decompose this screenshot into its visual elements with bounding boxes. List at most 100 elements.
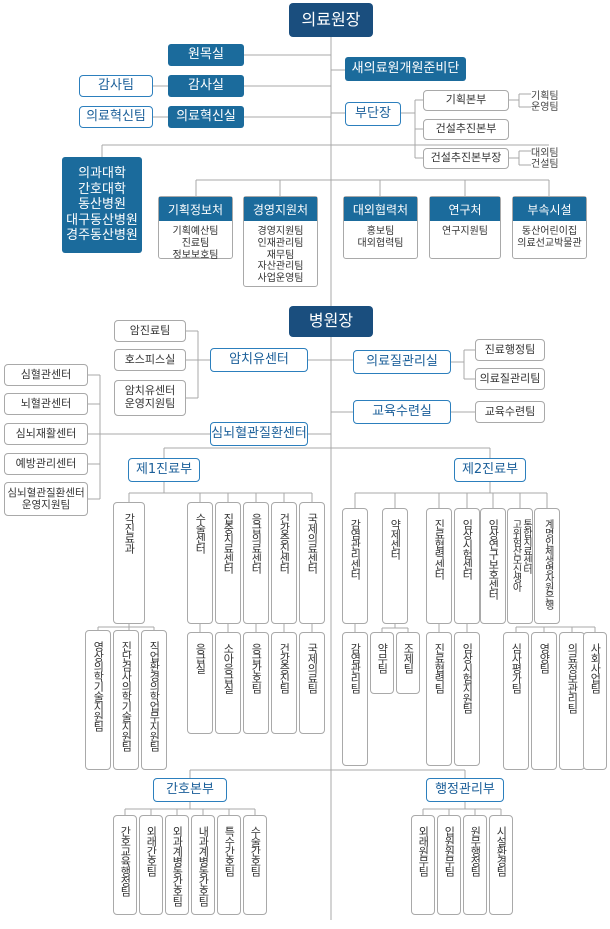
clinic2-center-team-4: 진료협력팀 bbox=[426, 632, 452, 766]
clinic2-extra-team-1: 심사평가팀 bbox=[503, 632, 529, 770]
vt-label: 진료협력팀 bbox=[432, 643, 446, 693]
vt-label: 영양팀 bbox=[537, 643, 551, 673]
quality-team-2: 의료질관리팀 bbox=[475, 368, 545, 390]
dept-title: 경영지원처 bbox=[244, 197, 317, 221]
clinic1-center-team-4: 건강증진팀 bbox=[271, 632, 297, 734]
admin-team-4: 시설환경팀 bbox=[489, 815, 513, 915]
clinic1-center-1: 수술센터 bbox=[187, 502, 213, 624]
admin-box: 행정관리부 bbox=[426, 778, 504, 802]
cardio-team-5: 심뇌혈관질환센터 운영지원팀 bbox=[4, 482, 88, 516]
vt-label: 국제의료센터 bbox=[305, 513, 319, 573]
clinic2-center-7: 계명인체생명자원은행 bbox=[534, 508, 560, 624]
vt-label: 각진료과 bbox=[122, 513, 136, 553]
clinic2-center-5: 임상연구보호센터 bbox=[480, 508, 506, 624]
vt-label: 임상시험센터 bbox=[460, 519, 474, 579]
clinic1-all-depts: 각진료과 bbox=[113, 502, 145, 624]
vt-label: 집중치료센터 bbox=[221, 513, 235, 573]
nursing-team-4: 내과계병동간호팀 bbox=[191, 815, 215, 915]
dept-title: 기획정보처 bbox=[159, 197, 232, 221]
ceo-box: 의료원장 bbox=[289, 3, 373, 37]
dept-teams: 홍보팀 대외협력팀 bbox=[357, 226, 404, 249]
innovation-team-box: 의료혁신팀 bbox=[79, 106, 153, 128]
cardio-team-2: 뇌혈관센터 bbox=[4, 393, 88, 415]
dept-title: 연구처 bbox=[430, 197, 500, 221]
planning-hq-box: 기획본부 bbox=[423, 90, 509, 111]
vice-director-box: 부단장 bbox=[345, 102, 401, 126]
vt-label: 수술센터 bbox=[193, 513, 207, 553]
cardio-center-box: 심뇌혈관질환센터 bbox=[210, 422, 308, 446]
vt-label: 외래간호팀 bbox=[144, 826, 158, 876]
clinic2-center-team-2: 약무팀 bbox=[370, 632, 394, 694]
clinic2-center-team-1: 감염관리팀 bbox=[342, 632, 368, 766]
vt-label: 의료정보관리팀 bbox=[565, 643, 579, 713]
audit-team-box: 감사팀 bbox=[79, 75, 153, 97]
clinic2-center-team-3: 조제팀 bbox=[396, 632, 420, 694]
hospital-head-box: 병원장 bbox=[289, 306, 373, 337]
dept-teams: 동산어린이집 의료선교박물관 bbox=[517, 226, 582, 249]
vt-label: 외래원무팀 bbox=[416, 826, 430, 876]
cancer-team-1: 암진료팀 bbox=[114, 320, 186, 342]
clinic1-team-occupational: 직업환경의학업무지원팀 bbox=[141, 630, 167, 770]
cardio-team-1: 심혈관센터 bbox=[4, 364, 88, 386]
dept-research: 연구처 연구지원팀 bbox=[429, 196, 501, 259]
clinic2-extra-team-2: 영양팀 bbox=[531, 632, 557, 770]
dept-teams: 기획예산팀 진료팀 정보보호팀 bbox=[172, 226, 219, 261]
dept-affiliated: 부속시설 동산어린이집 의료선교박물관 bbox=[512, 196, 587, 259]
vt-label: 입원원무팀 bbox=[442, 826, 456, 876]
construction-deputy-box: 건설추진본부장 bbox=[423, 148, 509, 169]
vt-label: 소아응급실 bbox=[221, 643, 235, 693]
clinic2-center-6: 통합치료센터 고위험산모신생아 bbox=[507, 508, 533, 624]
cancer-team-3: 암치유센터 운영지원팀 bbox=[114, 380, 186, 416]
education-box: 교육수련실 bbox=[353, 400, 451, 424]
admin-team-1: 외래원무팀 bbox=[411, 815, 435, 915]
vt-label: 내과계병동간호팀 bbox=[196, 826, 210, 906]
dept-title: 부속시설 bbox=[513, 197, 586, 221]
clinic2-box: 제2진료부 bbox=[454, 458, 526, 482]
clinic1-center-2: 집중치료센터 bbox=[215, 502, 241, 624]
education-team: 교육수련팀 bbox=[475, 401, 545, 423]
vt-label: 응급의료센터 bbox=[249, 513, 263, 573]
quality-team-1: 진료행정팀 bbox=[475, 339, 545, 361]
dept-management: 경영지원처 경영지원팀 인재관리팀 재무팀 자산관리팀 사업운영팀 bbox=[243, 196, 318, 287]
clinic2-extra-team-3: 의료정보관리팀 bbox=[559, 632, 585, 770]
construction-deputy-teams: 대외팀 건설팀 bbox=[531, 147, 559, 171]
vt-label: 임상시험지원팀 bbox=[460, 643, 474, 713]
cancer-team-2: 호스피스실 bbox=[114, 349, 186, 371]
vt-label: 약제센터 bbox=[388, 519, 402, 559]
audit-box: 감사실 bbox=[168, 75, 244, 97]
admin-team-2: 입원원무팀 bbox=[437, 815, 461, 915]
clinic1-center-3: 응급의료센터 bbox=[243, 502, 269, 624]
vt-label: 건강증진팀 bbox=[277, 643, 291, 693]
clinic2-center-3: 진료협력센터 bbox=[426, 508, 452, 624]
construction-hq-box: 건설추진본부 bbox=[423, 119, 509, 140]
nursing-team-1: 간호교육행정팀 bbox=[113, 815, 137, 915]
clinic2-center-team-5: 임상시험지원팀 bbox=[454, 632, 480, 766]
clinic1-box: 제1진료부 bbox=[128, 458, 200, 482]
cancer-center-box: 암치유센터 bbox=[210, 348, 308, 372]
vt-label: 간호교육행정팀 bbox=[118, 826, 132, 896]
vt-label: 진료협력센터 bbox=[432, 519, 446, 579]
vt-label: 사회사업팀 bbox=[588, 643, 602, 693]
affiliates-box: 의과대학 간호대학 동산병원 대구동산병원 경주동산병원 bbox=[62, 157, 142, 253]
innovation-box: 의료혁신실 bbox=[168, 106, 244, 128]
vt-label: 건강증진센터 bbox=[277, 513, 291, 573]
nursing-box: 간호본부 bbox=[153, 778, 227, 802]
vt-label: 수술간호팀 bbox=[248, 826, 262, 876]
vt-label: 원무행정팀 bbox=[468, 826, 482, 876]
vt-label: 국제의료팀 bbox=[305, 643, 319, 693]
clinic1-center-4: 건강증진센터 bbox=[271, 502, 297, 624]
vt-label: 임상연구보호센터 bbox=[486, 519, 500, 599]
nursing-team-3: 외과계병동간호팀 bbox=[165, 815, 189, 915]
vt-label: 감염관리센터 bbox=[348, 519, 362, 579]
vt-label: 외과계병동간호팀 bbox=[170, 826, 184, 906]
nursing-team-5: 특수간호팀 bbox=[217, 815, 241, 915]
clinic1-team-radiology: 영상의학기술지원팀 bbox=[85, 630, 111, 770]
vt-label: 약무팀 bbox=[375, 643, 389, 673]
vt-label: 직업환경의학업무지원팀 bbox=[147, 641, 161, 751]
planning-hq-teams: 기획팀 운영팀 bbox=[531, 90, 559, 114]
secretary-box: 원목실 bbox=[168, 44, 244, 66]
nursing-team-2: 외래간호팀 bbox=[139, 815, 163, 915]
vt-label: 감염관리팀 bbox=[348, 643, 362, 693]
clinic2-center-2: 약제센터 bbox=[382, 508, 408, 624]
